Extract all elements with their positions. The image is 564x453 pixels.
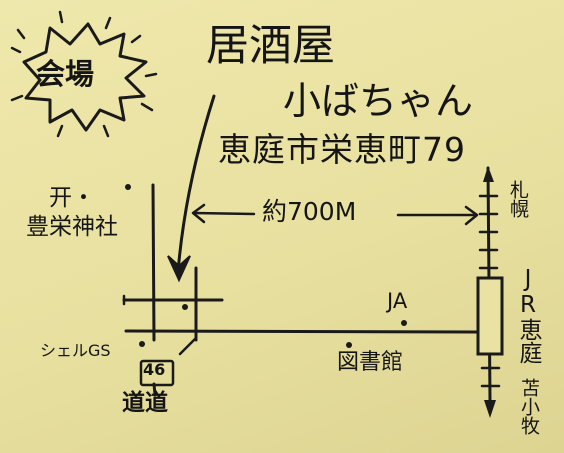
venue-pointer-arrowhead — [167, 255, 191, 283]
gas-station-label: シェルGS — [40, 341, 111, 360]
library-marker — [346, 342, 352, 348]
venue-badge — [22, 22, 148, 132]
station-building — [476, 276, 504, 356]
station-label: JR恵庭 — [515, 266, 541, 364]
ja-label: JA — [387, 289, 408, 313]
ja-marker — [401, 320, 407, 326]
distance-label: 約700M — [262, 197, 357, 226]
railway-ties — [478, 194, 501, 388]
highway-label: 道道 — [122, 390, 168, 416]
route-number: 46 — [143, 360, 166, 379]
venue-type: 居酒屋 — [206, 21, 335, 71]
main-road — [124, 329, 480, 334]
route-sign — [139, 359, 175, 387]
shrine-marker — [125, 184, 131, 190]
venue-pointer-arrow — [176, 94, 216, 274]
gs-marker — [139, 341, 145, 347]
distance-arrowhead-right — [464, 205, 479, 226]
vertical-road — [151, 183, 156, 342]
venue-badge-label: 会場 — [36, 57, 95, 91]
badge-sparkles — [10, 10, 158, 138]
distance-arrowhead-left — [191, 203, 206, 224]
venue-marker — [182, 304, 188, 310]
shrine-label: 开・ 豊栄神社 — [26, 185, 118, 240]
north-destination: 札幌 — [507, 180, 529, 218]
venue-address: 恵庭市栄恵町79 — [218, 130, 466, 169]
venue-name: 小ばちゃん — [283, 79, 474, 123]
railway-north-arrow — [483, 166, 494, 182]
library-label: 図書館 — [337, 350, 404, 375]
distance-arrow-left — [192, 211, 256, 216]
railway-south-arrow — [484, 400, 496, 418]
venue-lane-diagonal — [178, 336, 198, 356]
south-destination: 苫小牧 — [518, 378, 540, 435]
